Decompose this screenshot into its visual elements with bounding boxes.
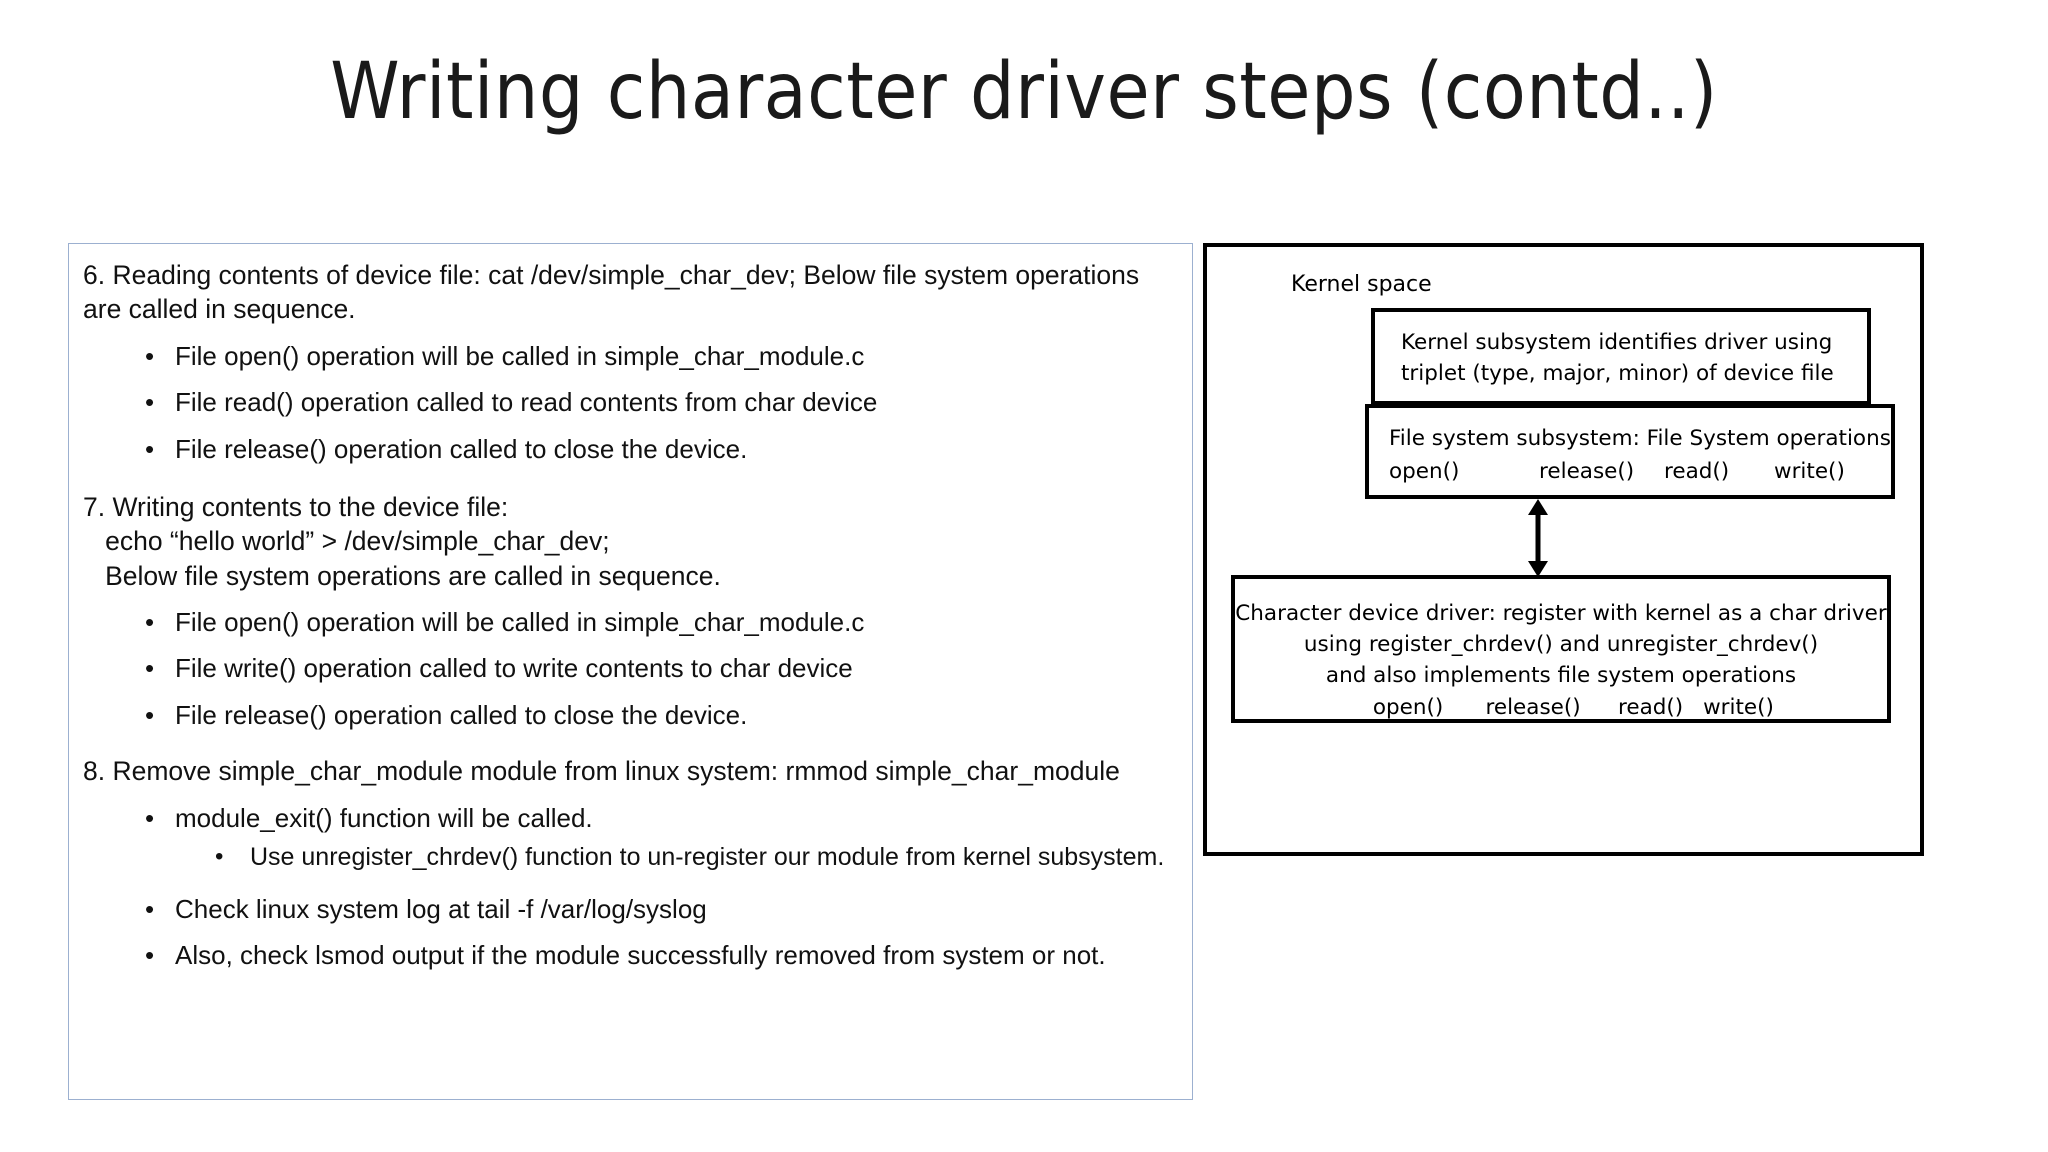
file-system-box-title: File system subsystem: File System opera… (1389, 426, 1891, 451)
step-6-heading: 6. Reading contents of device file: cat … (83, 260, 1147, 325)
bullet-dot-icon: • (215, 842, 224, 870)
list-item: • File open() operation will be called i… (83, 333, 1178, 379)
list-item: • File write() operation called to write… (83, 645, 1178, 691)
step-6-bullet-list: • File open() operation will be called i… (83, 333, 1178, 472)
driver-box-line-3: and also implements file system operatio… (1325, 663, 1797, 689)
list-item-label: File write() operation called to write c… (175, 653, 853, 684)
list-item-label: Use unregister_chrdev() function to un-r… (250, 842, 1165, 871)
steps-textbox: 6. Reading contents of device file: cat … (68, 243, 1193, 1100)
list-item-label: File open() operation will be called in … (175, 607, 865, 638)
list-item: • Also, check lsmod output if the module… (83, 932, 1178, 978)
list-item: • File release() operation called to clo… (83, 426, 1178, 472)
bullet-dot-icon: • (145, 802, 155, 833)
step-8-bullet-list: • module_exit() function will be called.… (83, 795, 1178, 979)
list-item: • File read() operation called to read c… (83, 379, 1178, 425)
list-item-label: File open() operation will be called in … (175, 340, 865, 371)
list-item: • File open() operation will be called i… (83, 599, 1178, 645)
list-item-label: File release() operation called to close… (175, 699, 748, 730)
op-release-label: release() (1485, 694, 1581, 720)
bullet-dot-icon: • (145, 940, 155, 971)
list-item: • module_exit() function will be called.… (83, 795, 1178, 886)
bullet-dot-icon: • (145, 653, 155, 684)
page-title: Writing character driver steps (contd..) (330, 47, 1718, 137)
op-write-label: write() (1703, 694, 1774, 720)
step-7-heading: 7. Writing contents to the device file: … (83, 491, 721, 591)
driver-box-operations: open() release() read() write() (1235, 692, 1887, 723)
op-read-label: read() (1617, 694, 1684, 720)
file-system-subsystem-box: File system subsystem: File System opera… (1365, 404, 1895, 499)
bullet-dot-icon: • (145, 893, 155, 924)
list-item-label: Check linux system log at tail -f /var/l… (175, 893, 707, 924)
op-release-label: release() (1539, 459, 1635, 485)
list-item: • Check linux system log at tail -f /var… (83, 886, 1178, 932)
list-item-label: File read() operation called to read con… (175, 387, 878, 418)
step-8-sub-bullet-list: • Use unregister_chrdev() function to un… (175, 835, 1178, 880)
op-open-label: open() (1389, 459, 1460, 485)
character-device-driver-box: Character device driver: register with k… (1231, 575, 1891, 723)
bullet-dot-icon: • (145, 387, 155, 418)
kernel-subsystem-box-text: Kernel subsystem identifies driver using… (1401, 330, 1834, 386)
op-read-label: read() (1664, 459, 1730, 485)
file-system-box-operations: open() release() read() write() (1389, 456, 1891, 487)
driver-box-line-2: using register_chrdev() and unregister_c… (1303, 632, 1819, 658)
list-item: • File release() operation called to clo… (83, 692, 1178, 738)
kernel-space-label: Kernel space (1291, 272, 1432, 297)
list-item-label: File release() operation called to close… (175, 433, 748, 464)
bullet-dot-icon: • (145, 607, 155, 638)
step-7-bullet-list: • File open() operation will be called i… (83, 599, 1178, 738)
list-item-label: Also, check lsmod output if the module s… (175, 940, 1106, 971)
step-8-heading: 8. Remove simple_char_module module from… (83, 756, 1120, 787)
list-item: • Use unregister_chrdev() function to un… (175, 835, 1178, 880)
bullet-dot-icon: • (145, 433, 155, 464)
kernel-subsystem-box: Kernel subsystem identifies driver using… (1371, 308, 1871, 405)
op-open-label: open() (1372, 694, 1444, 720)
kernel-space-diagram: Kernel space Kernel subsystem identifies… (1203, 243, 1924, 856)
driver-box-line-1: Character device driver: register with k… (1235, 601, 1887, 626)
bullet-dot-icon: • (145, 699, 155, 730)
double-headed-vertical-arrow-icon (1525, 499, 1551, 577)
list-item-label: module_exit() function will be called. (175, 802, 593, 833)
op-write-label: write() (1774, 459, 1845, 485)
bullet-dot-icon: • (145, 340, 155, 371)
